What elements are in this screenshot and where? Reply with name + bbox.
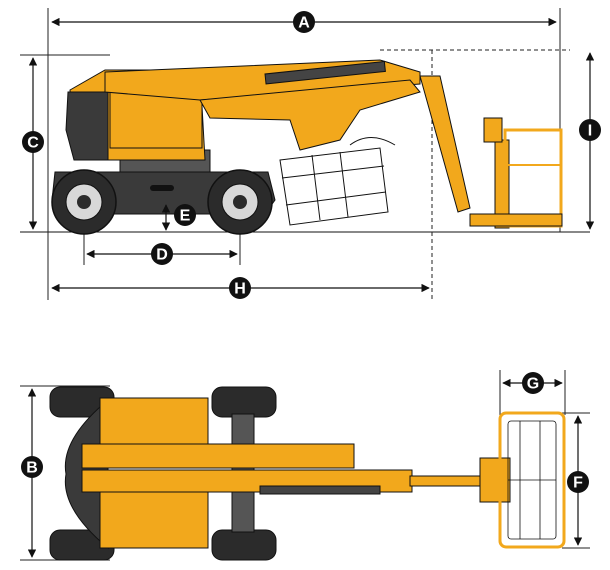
dim-h: H [51,277,430,299]
badge-i: I [579,119,601,141]
label-a: A [298,15,310,32]
dim-g: G [502,372,563,394]
top-rotator [479,457,511,503]
dim-e: E [161,204,196,231]
top-view: B G F [20,370,590,561]
dashed-envelope [380,49,570,300]
top-jib [409,475,481,487]
front-wheel [207,169,273,235]
side-view: A C I E [20,8,601,300]
dim-d: D [86,243,238,265]
top-boom [81,443,511,503]
cable-chain [264,60,386,85]
badge-d: D [151,243,173,265]
badge-f: F [567,471,589,493]
badge-c: C [22,131,44,153]
control-box [483,117,503,143]
rear-wheel [51,169,117,235]
platform-floor [469,213,563,227]
top-cable-chain [259,485,381,495]
top-engine-cover-upper [99,397,209,445]
label-g: G [527,376,539,393]
platform-cage [503,128,563,228]
dim-f: F [567,415,589,546]
badge-a: A [293,11,315,33]
dim-i: I [579,52,601,230]
jib-arm [419,75,471,213]
dim-a: A [51,11,557,33]
badge-h: H [229,277,251,299]
badge-e: E [174,204,196,226]
badge-b: B [21,456,43,478]
dim-c: C [22,57,44,230]
chassis-slot [150,185,174,191]
dim-b: B [21,388,43,558]
top-turret [64,397,209,550]
upper-boom [199,79,421,151]
top-lower-boom [81,443,355,469]
label-d: D [156,247,168,264]
label-i: I [588,123,592,140]
label-c: C [27,135,39,152]
label-h: H [234,281,246,298]
ghost-platform [279,137,396,226]
side-chassis [51,149,276,235]
badge-g: G [522,372,544,394]
side-boom [104,59,563,229]
top-platform [498,411,566,549]
counterweight [65,91,109,161]
label-b: B [26,460,38,477]
label-f: F [573,475,583,492]
top-engine-cover-lower [99,491,209,549]
label-e: E [180,208,191,225]
